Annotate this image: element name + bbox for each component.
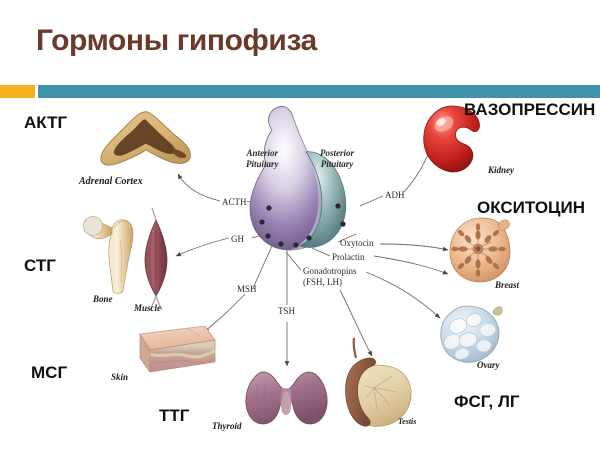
skin-figure: [139, 325, 216, 374]
label-posterior-pituitary: Posterior Pituitary: [320, 148, 354, 170]
testis-figure: [345, 337, 412, 427]
adrenal-cortex-figure: [100, 111, 191, 166]
posterior-pituitary-line1: Posterior: [320, 148, 355, 158]
muscle-figure: [144, 207, 168, 311]
anterior-pituitary-line1: Anterior: [246, 148, 279, 158]
caption-skin: Skin: [111, 372, 129, 382]
label-gonadotropins: Gonadotropins (FSH, LH): [303, 266, 357, 288]
label-anterior-pituitary: Anterior Pituitary: [246, 148, 279, 170]
connector-lines: [175, 149, 449, 367]
accent-bar-teal: [38, 85, 600, 98]
label-msh: MSH: [237, 284, 257, 294]
ovary-figure: [440, 305, 503, 363]
caption-breast: Breast: [495, 280, 520, 290]
label-adh: ADH: [385, 190, 405, 200]
kidney-figure: [423, 105, 480, 173]
caption-adrenal-cortex: Adrenal Cortex: [79, 176, 143, 187]
caption-ovary: Ovary: [477, 360, 500, 370]
label-tsh: TSH: [278, 306, 296, 316]
breast-figure: [449, 217, 511, 283]
label-prolactin: Prolactin: [332, 252, 365, 262]
mammary-gland-lobes: [451, 223, 506, 277]
label-fsg-lg: ФСГ, ЛГ: [454, 392, 520, 411]
bone-figure: [83, 216, 134, 294]
label-aktg: АКТГ: [24, 113, 68, 132]
thyroid-figure: [245, 371, 328, 425]
posterior-pituitary-line2: Pituitary: [320, 159, 354, 169]
caption-thyroid: Thyroid: [212, 421, 242, 431]
page-title: Гормоны гипофиза: [36, 24, 317, 57]
label-oxytocin: Oxytocin: [340, 238, 374, 248]
label-stg: СТГ: [24, 256, 56, 275]
anterior-pituitary-line2: Pituitary: [246, 159, 279, 169]
caption-bone: Bone: [93, 294, 113, 304]
label-ttg: ТТГ: [159, 406, 190, 425]
label-msg: МСГ: [31, 363, 68, 382]
label-acth: ACTH: [222, 197, 247, 207]
ovarian-follicles: [444, 313, 496, 360]
gonadotropins-line2: (FSH, LH): [303, 277, 343, 287]
label-vazopressin: ВАЗОПРЕССИН: [464, 100, 596, 119]
accent-bar-orange: [0, 85, 35, 98]
label-oksitocin: ОКСИТОЦИН: [477, 198, 585, 217]
hormone-secretion-dots: [259, 203, 346, 248]
caption-kidney: Kidney: [488, 165, 514, 175]
pituitary-gland-figure: [249, 106, 347, 251]
gonadotropins-line1: Gonadotropins: [303, 266, 357, 276]
caption-muscle: Muscle: [134, 303, 161, 313]
label-gh: GH: [231, 234, 244, 244]
caption-testis: Testis: [398, 417, 417, 426]
